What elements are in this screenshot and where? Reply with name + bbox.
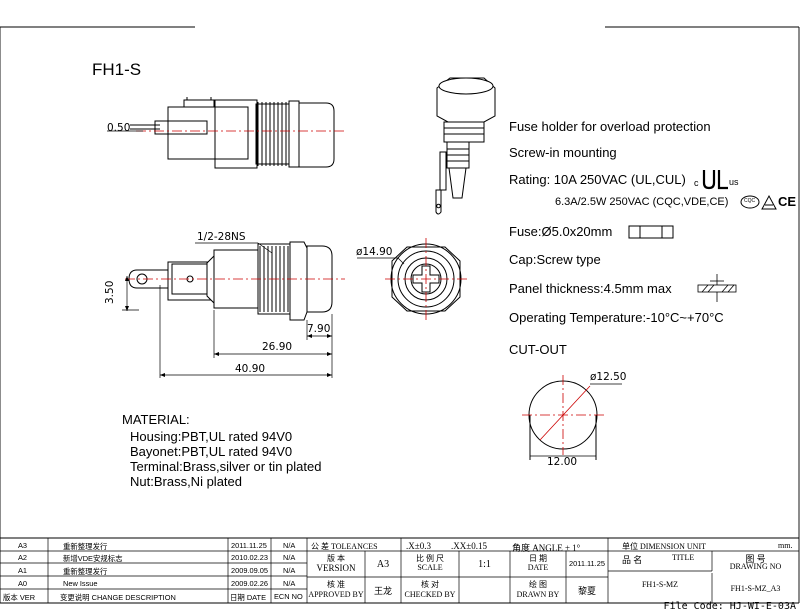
spec-panel: Panel thickness:4.5mm max: [509, 281, 672, 296]
drawn-en: DRAWN BY: [516, 590, 560, 599]
rev-header-desc: 变更说明 CHANGE DESCRIPTION: [60, 593, 176, 602]
iso-view: [435, 77, 496, 215]
rev-ecn: N/A: [283, 579, 296, 588]
scale-cn: 比 例 尺: [416, 554, 444, 563]
name-en: TITLE: [672, 553, 695, 562]
rev-ver: A1: [18, 566, 28, 575]
tol-label: 公 差 TOLEANCES: [311, 542, 378, 551]
date-cn: 日 期: [529, 554, 547, 563]
spec-mounting: Screw-in mounting: [509, 145, 617, 160]
dim-diameter: ø14.90: [356, 246, 393, 258]
unit-value: mm.: [778, 541, 793, 550]
spec-rating-ul: Rating: 10A 250VAC (UL,CUL): [509, 172, 686, 187]
cqc-text: CQC: [744, 198, 756, 204]
drawn-cn: 绘 图: [529, 580, 547, 589]
rev-ecn: N/A: [283, 566, 296, 575]
material-nut: Nut:Brass,Ni plated: [130, 474, 242, 489]
front-center-lines: [385, 238, 468, 320]
rev-desc: 重新整理发行: [63, 542, 108, 551]
dimension-arrows: [125, 276, 332, 377]
material-housing: Housing:PBT,UL rated 94V0: [130, 429, 293, 444]
vde-mark-icon: [761, 194, 777, 210]
rev-date: 2009.09.05: [231, 566, 268, 575]
drawing-en: DRAWING NO: [729, 562, 782, 571]
title-block-grid: [0, 538, 799, 603]
checked-en: CHECKED BY: [404, 590, 456, 599]
cutout-center-lines: [522, 375, 604, 455]
cul-us-mark-icon: us: [729, 177, 739, 187]
drawn-value: 黎夏: [577, 586, 596, 596]
cqc-mark-icon: [740, 195, 760, 209]
date-en: DATE: [527, 563, 549, 572]
material-title: MATERIAL:: [122, 412, 190, 427]
fuse-icon: [628, 225, 674, 239]
version-cn: 版 本: [327, 554, 345, 563]
dim-cutout-width: 12.00: [547, 456, 578, 468]
version-en: VERSION: [316, 563, 356, 573]
tol-angle: 角度 ANGLE ± 1°: [512, 543, 581, 553]
rev-ecn: N/A: [283, 553, 296, 562]
unit-label: 单位 DIMENSION UNIT: [622, 542, 706, 551]
model-title: FH1-S: [92, 60, 142, 79]
spec-description: Fuse holder for overload protection: [509, 119, 711, 134]
ce-mark-icon: CE: [778, 194, 797, 209]
rev-header-ver: 版本 VER: [3, 593, 36, 602]
approved-value: 王龙: [373, 586, 392, 596]
cutout-title: CUT-OUT: [509, 342, 567, 357]
rev-date: 2011.11.25: [231, 541, 267, 550]
dim-total: 40.90: [235, 363, 266, 375]
dim-height: 3.50: [104, 280, 116, 304]
rev-desc: 新增VDE安规标志: [63, 554, 123, 563]
panel-thickness-icon: [697, 274, 737, 302]
checked-cn: 核 对: [421, 580, 439, 589]
side-view-bottom: [128, 241, 333, 321]
side-view-top: [130, 97, 335, 169]
rev-ver: A2: [18, 553, 28, 562]
dim-pin: 0.50: [107, 122, 131, 134]
rev-ver: A0: [18, 579, 28, 588]
spec-temperature: Operating Temperature:-10°C~+70°C: [509, 310, 724, 325]
name-value: FH1-S-MZ: [641, 580, 678, 589]
spec-fuse: Fuse:Ø5.0x20mm: [509, 224, 613, 239]
approved-cn: 核 准: [327, 580, 345, 589]
material-bayonet: Bayonet:PBT,UL rated 94V0: [130, 444, 293, 459]
rev-header-date: 日期 DATE: [230, 593, 266, 602]
rev-desc: New Issue: [63, 579, 98, 588]
tol-2: .XX±0.15: [451, 541, 487, 551]
rev-date: 2009.02.26: [231, 579, 268, 588]
name-cn: 品 名: [622, 555, 643, 565]
ul-mark-icon: [702, 170, 728, 190]
spec-cap: Cap:Screw type: [509, 252, 601, 267]
cul-c-mark-icon: c: [694, 178, 699, 188]
date-value: 2011.11.25: [569, 559, 605, 568]
version-value: A3: [376, 559, 390, 570]
approved-en: APPROVED BY: [308, 590, 364, 599]
dim-body: 26.90: [262, 341, 293, 353]
dim-nut: 7.90: [307, 323, 331, 335]
rev-ecn: N/A: [283, 541, 296, 550]
rev-desc: 重新整理发行: [63, 567, 108, 576]
drawing-cn: 图 号: [745, 554, 766, 564]
rev-date: 2010.02.23: [231, 553, 268, 562]
dimension-lines: [107, 130, 405, 378]
spec-rating-cert: 6.3A/2.5W 250VAC (CQC,VDE,CE): [555, 196, 729, 208]
tol-1: .X±0.3: [406, 541, 431, 551]
scale-value: 1:1: [478, 559, 491, 570]
file-code: File Code: HJ-WI-E-03A: [663, 601, 796, 612]
cutout-drawing: [528, 380, 622, 460]
drawing-value: FH1-S-MZ_A3: [730, 584, 781, 593]
dim-cutout-diameter: ø12.50: [590, 371, 627, 383]
material-terminal: Terminal:Brass,silver or tin plated: [130, 459, 322, 474]
rev-ver: A3: [18, 541, 28, 550]
sheet-frame: [0, 26, 800, 604]
scale-en: SCALE: [417, 563, 443, 572]
rev-header-ecn: ECN NO: [274, 592, 303, 601]
dim-thread: 1/2-28NS: [197, 231, 246, 243]
